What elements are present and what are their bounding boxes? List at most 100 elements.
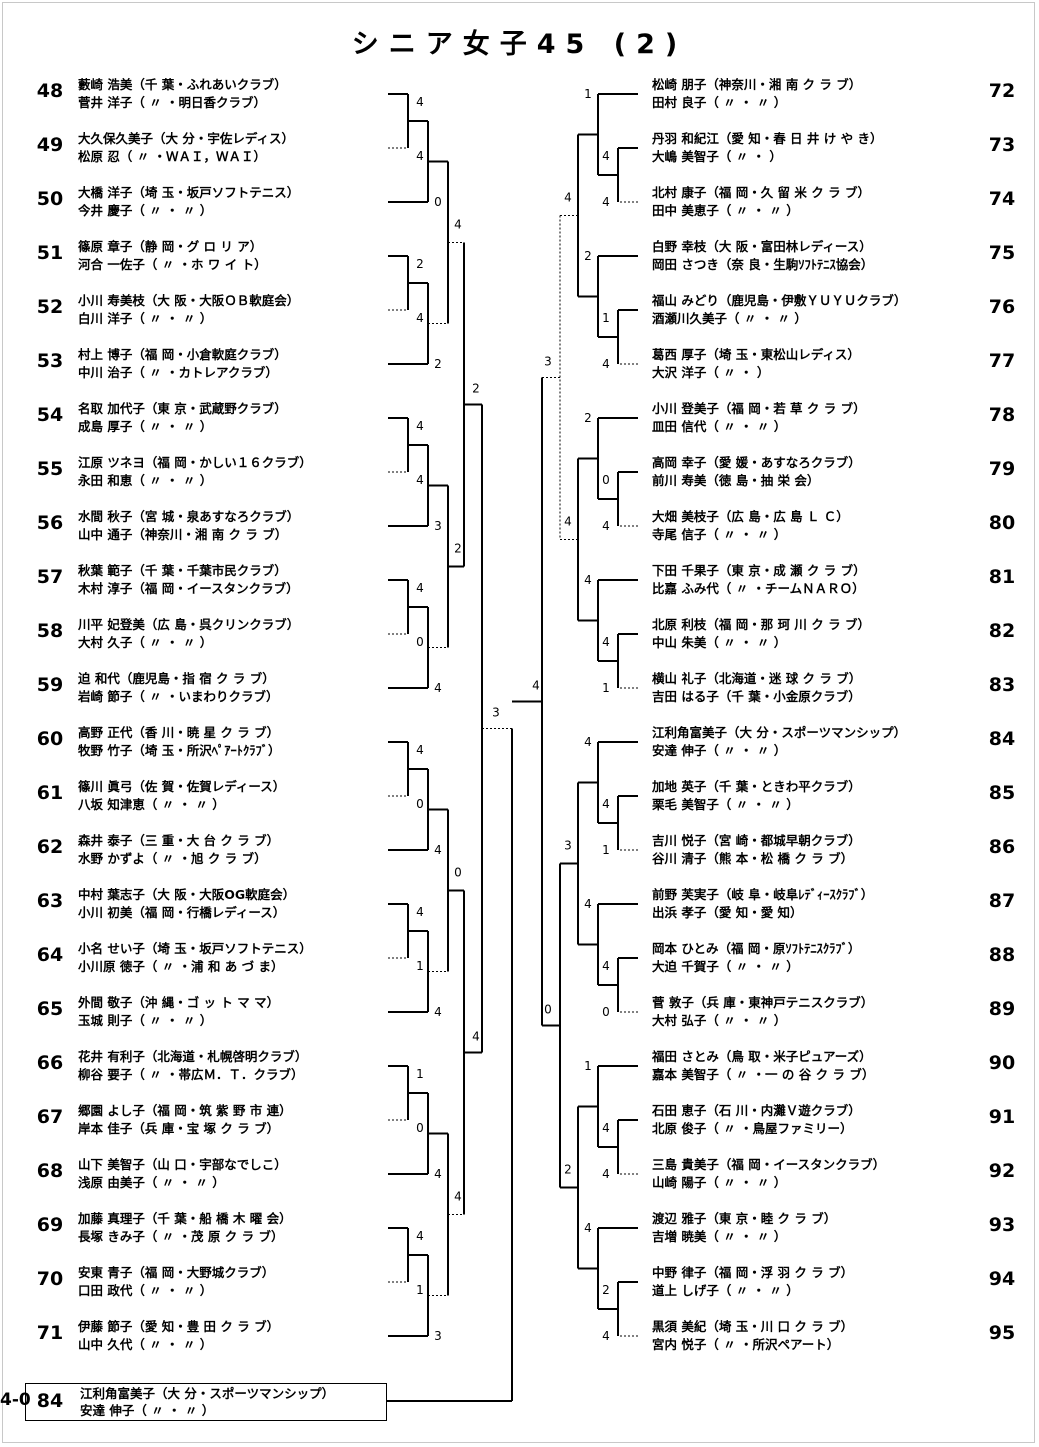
match-score: 4 bbox=[434, 681, 442, 695]
entry-number: 91 bbox=[988, 1106, 1016, 1128]
player-2: 嘉本 美智子（ 〃 ・一 の 谷 ク ラ ブ） bbox=[652, 1067, 875, 1082]
champion-number: 84 bbox=[36, 1390, 64, 1412]
player-1: 白野 幸枝（大 阪・富田林レディース） bbox=[652, 239, 872, 254]
player-2: 岩崎 節子（ 〃 ・いまわりクラブ） bbox=[78, 689, 279, 704]
entry-number: 63 bbox=[36, 890, 64, 912]
player-2: 大嶋 美智子（ 〃 ・ ） bbox=[652, 149, 782, 164]
player-2: 山崎 陽子（ 〃 ・ 〃 ） bbox=[652, 1175, 787, 1190]
page-title: シニア女子45 (2) bbox=[351, 29, 688, 60]
player-2: 前川 寿美（徳 島・抽 栄 会） bbox=[652, 473, 820, 488]
match-score: 4 bbox=[416, 149, 424, 163]
match-score: 4 bbox=[532, 679, 540, 693]
player-1: 小名 せい子（埼 玉・坂戸ソフトテニス） bbox=[78, 941, 312, 956]
player-1: 篠川 眞弓（佐 賀・佐賀レディース） bbox=[78, 779, 286, 794]
match-score: 4 bbox=[584, 573, 592, 587]
entry-number: 78 bbox=[988, 404, 1016, 426]
entry-number: 95 bbox=[988, 1322, 1016, 1344]
match-score: 0 bbox=[416, 635, 424, 649]
player-2: 牧野 竹子（埼 玉・所沢ﾍﾟｱｰﾄｸﾗﾌﾞ） bbox=[78, 743, 281, 758]
player-1: 高野 正代（香 川・暁 星 ク ラ ブ） bbox=[78, 725, 280, 740]
entry-number: 79 bbox=[988, 458, 1016, 480]
entry-number: 58 bbox=[36, 620, 64, 642]
player-1: 前野 芙実子（岐 阜・岐阜ﾚﾃﾞｨｰｽｸﾗﾌﾞ） bbox=[652, 887, 874, 902]
player-2: 河合 一佐子（ 〃 ・ホ ワ イ ト） bbox=[78, 257, 267, 272]
match-score: 4 bbox=[416, 473, 424, 487]
match-score: 4 bbox=[602, 519, 610, 533]
player-1: 郷園 よし子（福 岡・筑 紫 野 市 連） bbox=[78, 1103, 292, 1118]
match-score: 4 bbox=[602, 959, 610, 973]
match-score: 2 bbox=[454, 542, 462, 556]
match-score: 1 bbox=[584, 87, 592, 101]
match-score: 0 bbox=[416, 1121, 424, 1135]
player-1: 三島 貴美子（福 岡・イースタンクラブ） bbox=[652, 1157, 886, 1172]
player-1: 渡辺 雅子（東 京・睦 ク ラ ブ） bbox=[652, 1211, 837, 1226]
match-score: 4 bbox=[584, 1221, 592, 1235]
player-1: 加藤 真理子（千 葉・船 橋 木 曜 会） bbox=[78, 1211, 292, 1226]
match-score: 2 bbox=[564, 1163, 572, 1177]
entry-number: 86 bbox=[988, 836, 1016, 858]
match-score: 2 bbox=[434, 357, 442, 371]
player-1: 藪崎 浩美（千 葉・ふれあいクラブ） bbox=[78, 77, 287, 92]
player-2: 岸本 佳子（兵 庫・宝 塚 ク ラ ブ） bbox=[78, 1121, 280, 1136]
entry-number: 76 bbox=[988, 296, 1016, 318]
player-1: 福田 さとみ（鳥 取・米子ピュアーズ） bbox=[652, 1049, 872, 1064]
player-2: 大迫 千賀子（ 〃 ・ 〃 ） bbox=[652, 959, 799, 974]
final-score: 4-0 bbox=[0, 1390, 31, 1410]
entry-number: 59 bbox=[36, 674, 64, 696]
player-2: 白川 洋子（ 〃 ・ 〃 ） bbox=[78, 311, 213, 326]
player-1: 高岡 幸子（愛 媛・あすなろクラブ） bbox=[652, 455, 861, 470]
entry-number: 50 bbox=[36, 188, 64, 210]
entry-number: 66 bbox=[36, 1052, 64, 1074]
entry-number: 61 bbox=[36, 782, 64, 804]
match-score: 4 bbox=[416, 905, 424, 919]
player-1: 北原 利枝（福 岡・那 珂 川 ク ラ ブ） bbox=[652, 617, 870, 632]
player-1: 篠原 章子（静 岡・グ ロ リ ア） bbox=[78, 239, 263, 254]
entry-number: 69 bbox=[36, 1214, 64, 1236]
player-1: 葛西 厚子（埼 玉・東松山レディス） bbox=[652, 347, 860, 362]
entry-number: 80 bbox=[988, 512, 1016, 534]
entry-number: 64 bbox=[36, 944, 64, 966]
entry-number: 89 bbox=[988, 998, 1016, 1020]
match-score: 4 bbox=[564, 515, 572, 529]
player-1: 花井 有利子（北海道・札幌啓明クラブ） bbox=[78, 1049, 308, 1064]
player-2: 玉城 則子（ 〃 ・ 〃 ） bbox=[78, 1013, 213, 1028]
entry-number: 88 bbox=[988, 944, 1016, 966]
player-1: 伊藤 節子（愛 知・豊 田 ク ラ ブ） bbox=[78, 1319, 280, 1334]
player-1: 中野 律子（福 岡・浮 羽 ク ラ ブ） bbox=[652, 1265, 854, 1280]
left-entry: 61 篠川 眞弓（佐 賀・佐賀レディース） 八坂 知津恵（ 〃 ・ 〃 ） bbox=[30, 776, 390, 816]
player-2: 岡田 さつき（奈 良・生駒ｿﾌﾄﾃﾆｽ協会） bbox=[652, 257, 874, 272]
player-2: 大沢 洋子（ 〃 ・ ） bbox=[652, 365, 770, 380]
entry-number: 85 bbox=[988, 782, 1016, 804]
match-score: 4 bbox=[472, 1030, 480, 1044]
player-1: 森井 泰子（三 重・大 台 ク ラ ブ） bbox=[78, 833, 280, 848]
player-2: 八坂 知津恵（ 〃 ・ 〃 ） bbox=[78, 797, 225, 812]
entry-number: 77 bbox=[988, 350, 1016, 372]
match-score: 0 bbox=[544, 1003, 552, 1017]
entry-number: 49 bbox=[36, 134, 64, 156]
entry-number: 68 bbox=[36, 1160, 64, 1182]
match-score: 4 bbox=[564, 191, 572, 205]
player-2: 柳谷 要子（ 〃 ・帯広Ｍ．Ｔ．クラブ） bbox=[78, 1067, 304, 1082]
player-2: 比嘉 ふみ代（ 〃 ・チームＮＡＲＯ） bbox=[652, 581, 865, 596]
player-2: 北原 俊子（ 〃 ・鳥屋ファミリー） bbox=[652, 1121, 853, 1136]
player-1: 吉川 悦子（宮 崎・都城早朝クラブ） bbox=[652, 833, 861, 848]
